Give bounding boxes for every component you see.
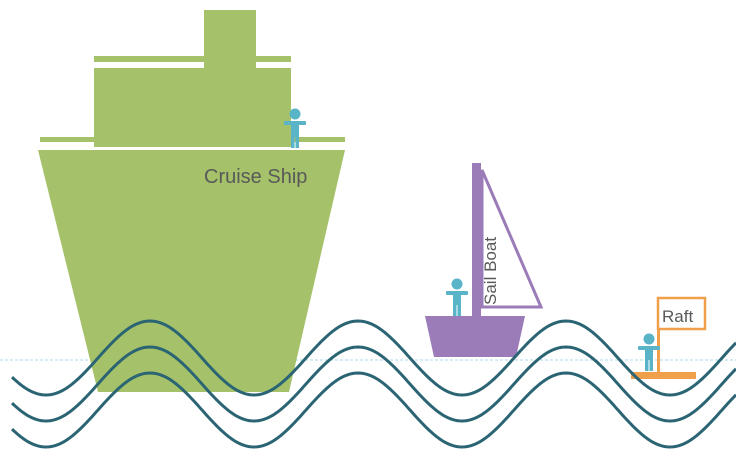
cruise-ship-cabin xyxy=(94,68,291,147)
raft-deck xyxy=(631,372,696,379)
sail-boat-label: Sail Boat xyxy=(481,237,500,305)
wave-line-top xyxy=(10,319,736,397)
cruise-ship-hull xyxy=(38,150,345,392)
raft-flag-pole xyxy=(657,297,660,373)
sail-boat-hull xyxy=(425,316,525,357)
raft: Raft xyxy=(631,296,707,379)
person-icon xyxy=(284,108,306,148)
cruise-ship: Cruise Ship xyxy=(38,10,345,392)
person-icon xyxy=(638,333,660,371)
wave-line-middle xyxy=(10,345,736,423)
raft-flag xyxy=(656,296,707,331)
raft-label: Raft xyxy=(662,307,693,326)
sail-boat: Sail Boat xyxy=(425,163,544,357)
waves xyxy=(10,319,736,449)
cruise-ship-upper-rail xyxy=(94,56,291,62)
wave-line-bottom xyxy=(10,371,736,449)
cruise-ship-deck-rail xyxy=(40,137,345,142)
sail-boat-mast xyxy=(472,163,481,316)
sail-boat-sail xyxy=(480,169,544,309)
person-icon xyxy=(446,278,468,316)
cruise-ship-label: Cruise Ship xyxy=(204,166,307,188)
